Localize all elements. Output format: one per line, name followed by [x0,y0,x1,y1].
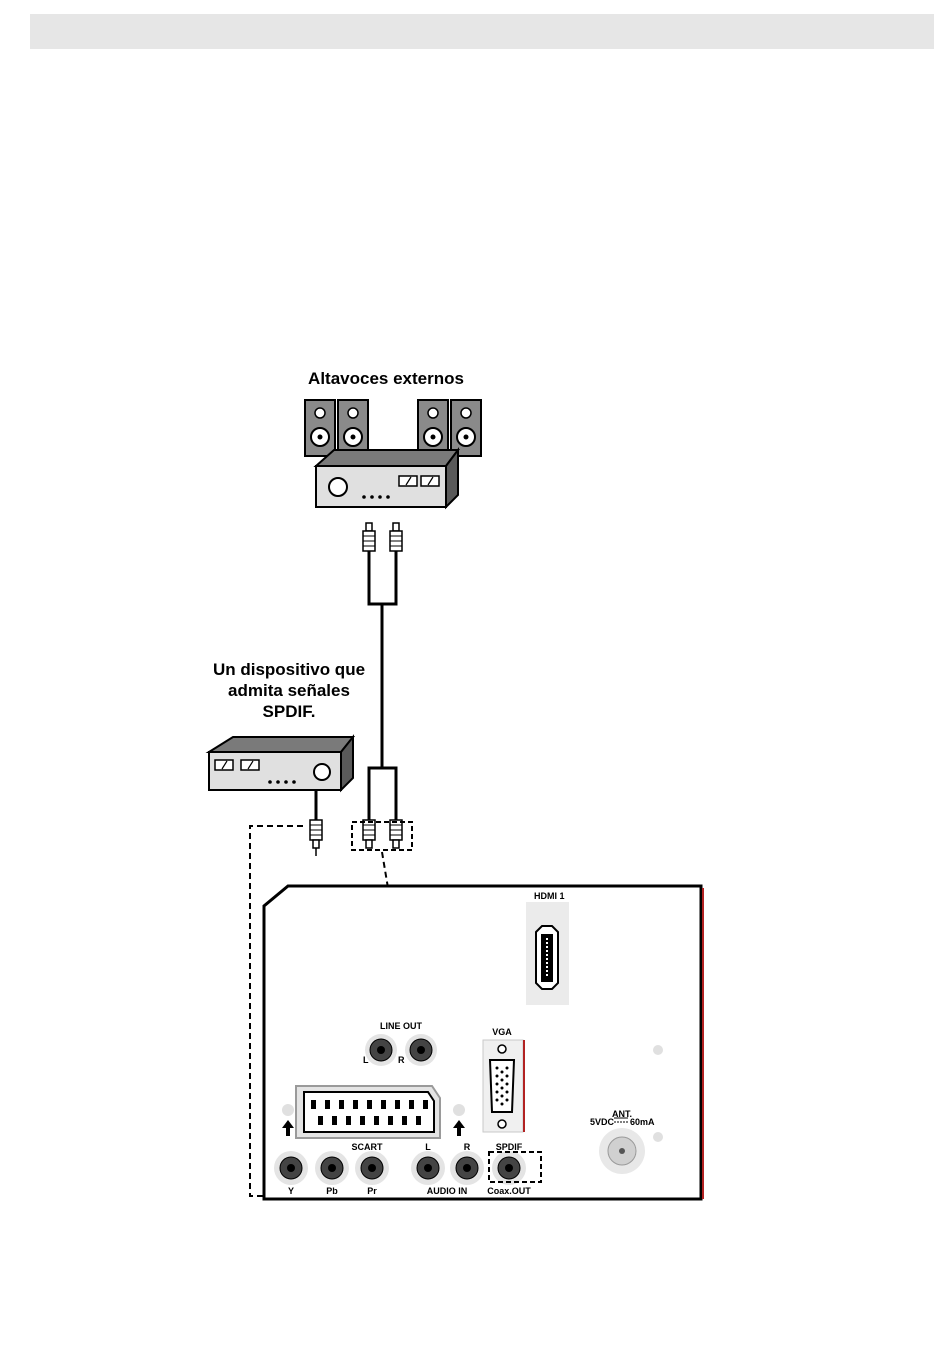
spdif-label: SPDIF [496,1142,523,1152]
speaker-icon [305,400,335,456]
spdif-device-icon [209,737,353,790]
power-label-left: 5VDC [590,1117,615,1127]
audio-in-label: AUDIO IN [427,1186,468,1196]
pr-label: Pr [367,1186,377,1196]
rca-plug-icon [363,523,375,551]
audio-r-label: R [464,1142,471,1152]
rca-plug-icon [310,820,322,848]
line-out-r-label: R [398,1055,405,1065]
jack-y [274,1151,308,1185]
jack-audio-l [411,1151,445,1185]
coax-out-label: Coax.OUT [487,1186,531,1196]
jack-pb [315,1151,349,1185]
jack-pr [355,1151,389,1185]
audio-cable [369,551,396,820]
rca-plug-icon [363,820,375,848]
spdif-device-label-line1: Un dispositivo que [213,660,365,679]
line-out-l-jack [365,1034,397,1066]
indicator-dot [653,1045,663,1055]
rca-plug-icon [390,820,402,848]
speakers-label: Altavoces externos [308,369,464,388]
hdmi-port-icon [536,926,558,989]
line-out-plugs-dashed-box [352,822,412,850]
power-label-right: 60mA [630,1117,655,1127]
indicator-dot [453,1104,465,1116]
amplifier-icon [316,450,458,507]
antenna-port-icon [599,1128,645,1174]
scart-label: SCART [352,1142,384,1152]
scart-port-icon [296,1086,440,1138]
indicator-dot [653,1132,663,1142]
vga-label: VGA [492,1027,512,1037]
indicator-dot [282,1104,294,1116]
speaker-icon [338,400,368,456]
y-label: Y [288,1186,294,1196]
speaker-icon [451,400,481,456]
jack-coax-out [492,1151,526,1185]
hdmi-label: HDMI 1 [534,891,565,901]
rca-plug-icon [390,523,402,551]
external-speakers-icon [305,400,481,456]
spdif-device-label-line2: admita señales [228,681,350,700]
speaker-icon [418,400,448,456]
line-out-label: LINE OUT [380,1021,423,1031]
jack-audio-r [450,1151,484,1185]
audio-l-label: L [425,1142,431,1152]
line-out-l-label: L [363,1055,369,1065]
spdif-device-label-line3: SPDIF. [263,702,316,721]
pb-label: Pb [326,1186,338,1196]
line-out-r-jack [405,1034,437,1066]
